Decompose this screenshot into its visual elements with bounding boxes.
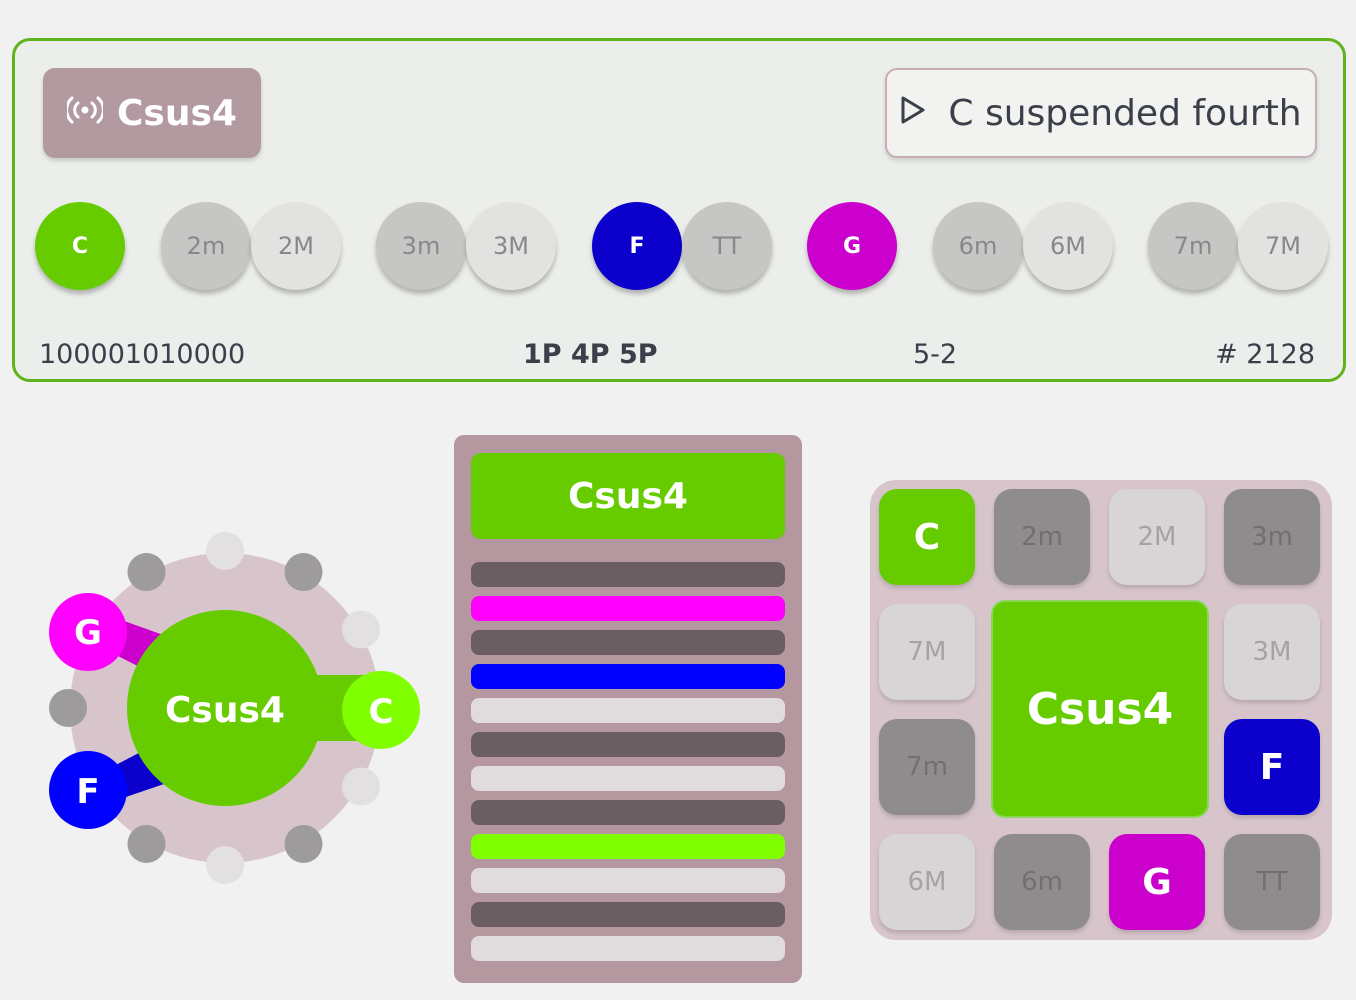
pitch-bar[interactable] <box>471 630 785 655</box>
grid-cell-6m[interactable]: 6M <box>879 834 975 930</box>
grid-cell-2m[interactable]: 2M <box>1109 489 1205 585</box>
broadcast-icon <box>65 93 105 134</box>
interval-2m[interactable]: 2M <box>251 202 341 290</box>
circle-dot <box>49 689 87 727</box>
chord-symbol-label: Csus4 <box>117 92 237 134</box>
interval-f[interactable]: F <box>592 202 682 290</box>
pitch-bar[interactable] <box>471 596 785 621</box>
pitch-bar[interactable] <box>471 800 785 825</box>
circle-dot <box>341 610 380 649</box>
grid-cell-7m[interactable]: 7m <box>879 719 975 815</box>
interval-formula: 1P 4P 5P <box>523 339 658 370</box>
pitch-bar[interactable] <box>471 664 785 689</box>
svg-text:C: C <box>369 692 394 732</box>
interval-6m[interactable]: 6m <box>933 202 1023 290</box>
chord-symbol-button[interactable]: Csus4 <box>43 68 261 158</box>
grid-cell-g[interactable]: G <box>1109 834 1205 930</box>
chord-index: # 2128 <box>1215 339 1315 370</box>
interval-3m[interactable]: 3M <box>466 202 556 290</box>
circle-dot <box>127 553 166 592</box>
svg-text:F: F <box>76 772 99 812</box>
interval-tt[interactable]: TT <box>682 202 772 290</box>
grid-cell-f[interactable]: F <box>1224 719 1320 815</box>
play-chord-name-button[interactable]: C suspended fourth <box>885 68 1317 158</box>
note-node-g[interactable]: G <box>49 593 127 671</box>
interval-3m[interactable]: 3m <box>376 202 466 290</box>
interval-6m[interactable]: 6M <box>1023 202 1113 290</box>
note-node-c[interactable]: C <box>342 671 420 749</box>
grid-cell-tt[interactable]: TT <box>1224 834 1320 930</box>
grid-cell-3m[interactable]: 3M <box>1224 604 1320 700</box>
interval-2m[interactable]: 2m <box>161 202 251 290</box>
circle-dot <box>284 553 323 592</box>
pitch-bar[interactable] <box>471 732 785 757</box>
play-icon <box>900 93 926 134</box>
grid-cell-c[interactable]: C <box>879 489 975 585</box>
bar-panel-title[interactable]: Csus4 <box>471 453 785 539</box>
interval-g[interactable]: G <box>807 202 897 290</box>
pitch-bar[interactable] <box>471 902 785 927</box>
svg-text:G: G <box>74 613 102 653</box>
interval-7m[interactable]: 7M <box>1238 202 1328 290</box>
pitch-bar[interactable] <box>471 868 785 893</box>
grid-cell-6m[interactable]: 6m <box>994 834 1090 930</box>
circle-dot <box>284 824 323 863</box>
circle-dot <box>206 846 244 884</box>
grid-center-label[interactable]: Csus4 <box>991 600 1209 818</box>
note-node-f[interactable]: F <box>49 751 127 829</box>
binary-code: 100001010000 <box>39 339 246 370</box>
grid-cell-2m[interactable]: 2m <box>994 489 1090 585</box>
circle-dot <box>127 824 166 863</box>
pitch-bar[interactable] <box>471 936 785 961</box>
circle-dot <box>341 767 380 806</box>
pitch-bar[interactable] <box>471 562 785 587</box>
circle-dot <box>206 532 244 570</box>
pitch-bar[interactable] <box>471 834 785 859</box>
forte-number: 5-2 <box>913 339 958 370</box>
interval-c[interactable]: C <box>35 202 125 290</box>
circle-center-label: Csus4 <box>165 690 285 731</box>
chord-bar-panel: Csus4 <box>454 435 802 983</box>
grid-cell-7m[interactable]: 7M <box>879 604 975 700</box>
pitch-bar[interactable] <box>471 698 785 723</box>
pitch-bar[interactable] <box>471 766 785 791</box>
chord-full-name: C suspended fourth <box>948 92 1302 134</box>
grid-cell-3m[interactable]: 3m <box>1224 489 1320 585</box>
chord-circle-diagram: Csus4 C G F <box>30 520 450 900</box>
interval-7m[interactable]: 7m <box>1148 202 1238 290</box>
